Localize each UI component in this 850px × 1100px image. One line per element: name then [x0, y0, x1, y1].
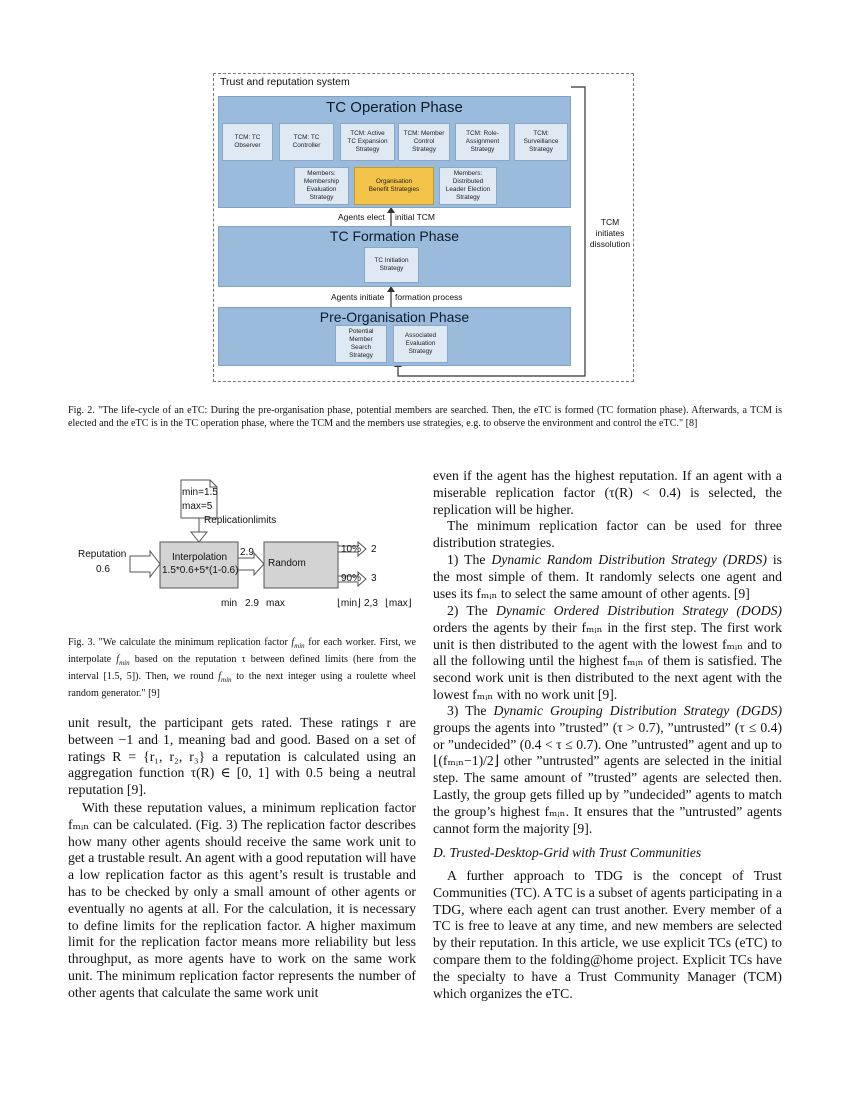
agents-elect-label: Agents elect — [338, 212, 385, 222]
random-box — [263, 541, 339, 589]
tcm-initiates-dissolution-label: TCM initiates dissolution — [589, 217, 631, 249]
fig3-bottom-floor-max: ⌊max⌋ — [385, 598, 412, 609]
dods-name: Dynamic Ordered Distribution Strategy (D… — [495, 603, 782, 618]
drds-prefix: 1) The — [447, 552, 492, 567]
initial-tcm-label: initial TCM — [395, 212, 435, 222]
fig3-p1: 10% — [341, 544, 362, 555]
fig3-note-min: min=1.5 — [182, 487, 218, 498]
strategy-role-assignment: TCM: Role- Assignment Strategy — [455, 123, 510, 161]
reputation-arrow — [129, 549, 161, 579]
strategy-organisation-benefit: Organisation Benefit Strategies — [354, 167, 434, 205]
fig3-interpolation-title: Interpolation — [172, 552, 228, 563]
tc-formation-phase-title: TC Formation Phase — [329, 228, 460, 244]
strategy-distributed-leader-election: Members: Distributed Leader Election Str… — [439, 167, 497, 205]
fig3-interpolation-formula: 1.5*0.6+5*(1-0.6) — [162, 565, 239, 576]
random-out-arrow-2 — [337, 570, 367, 588]
strategy-tc-controller: TCM: TC Controller — [279, 123, 334, 161]
fig3-caption-fmin-3: fmin — [218, 671, 232, 685]
interp-to-random-arrow — [237, 551, 265, 577]
fig3-p2-out: 3 — [371, 573, 377, 584]
dods-text: orders the agents by their fₘᵢₙ in the f… — [433, 619, 782, 702]
drds-name: Dynamic Random Distribution Strategy (DR… — [491, 552, 767, 567]
strategy-member-control: TCM: Member Control Strategy — [398, 123, 450, 161]
replication-limits-note — [180, 479, 218, 519]
drds-text: is the most simple of them. It randomly … — [433, 552, 783, 601]
left-paragraph-2: With these reputation values, a minimum … — [68, 800, 416, 1000]
strategy-active-tc-expansion: TCM: Active TC Expansion Strategy — [340, 123, 395, 161]
fig3-caption-part4: to the next integer using a roulette whe… — [68, 671, 416, 700]
fig3-bottom-range: 2,3 — [364, 598, 378, 609]
fig3-bottom-max: max — [266, 598, 285, 609]
fig3-bottom-min: min — [221, 598, 238, 609]
interpolation-box — [159, 541, 239, 589]
fig3-reputation-value: 0.6 — [96, 564, 110, 575]
fig3-caption-fmin-2: fmin — [116, 654, 130, 668]
right-paragraph-1: even if the agent has the highest reputa… — [433, 468, 782, 517]
pre-organisation-phase-title: Pre-Organisation Phase — [319, 309, 470, 325]
left-paragraph-1: unit result, the participant gets rated.… — [68, 715, 416, 798]
figure-2-caption: Fig. 2. "The life-cycle of an eTC: Durin… — [68, 405, 782, 429]
tc-operation-phase-title: TC Operation Phase — [326, 99, 463, 116]
fig3-limits-label: Replicationlimits — [204, 515, 277, 526]
fig3-caption-part3: based on the reputation τ between define… — [68, 654, 416, 683]
dgds-name: Dynamic Grouping Distribution Strategy (… — [493, 703, 782, 718]
dods-paragraph: 2) The Dynamic Ordered Distribution Stra… — [433, 603, 782, 704]
dgds-prefix: 3) The — [447, 703, 494, 718]
dgds-text: groups the agents into ”trusted” (τ > 0.… — [433, 719, 782, 836]
strategy-associated-evaluation: Associated Evaluation Strategy — [393, 325, 448, 363]
formation-process-label: formation process — [395, 292, 463, 302]
right-paragraph-2: The minimum replication factor can be us… — [433, 518, 782, 550]
strategy-potential-member-search: Potential Member Search Strategy — [335, 325, 387, 363]
random-out-arrow-1 — [337, 540, 367, 558]
drds-paragraph: 1) The Dynamic Random Distribution Strat… — [433, 552, 782, 602]
fig3-reputation-label: Reputation — [78, 549, 127, 560]
fig3-caption-part1: Fig. 3. "We calculate the minimum replic… — [68, 637, 292, 648]
dissolution-loop-line — [397, 86, 586, 377]
strategy-membership-evaluation: Members: Membership Evaluation Strategy — [294, 167, 349, 205]
fig3-note-max: max=5 — [182, 501, 213, 512]
dgds-paragraph: 3) The Dynamic Grouping Distribution Str… — [433, 703, 782, 837]
figure-3-caption: Fig. 3. "We calculate the minimum replic… — [68, 636, 416, 700]
right-paragraph-last: A further approach to TDG is the concept… — [433, 868, 782, 1001]
fig3-p2: 90% — [341, 573, 362, 584]
dods-prefix: 2) The — [447, 603, 496, 618]
fig3-bottom-floor-min: ⌊min⌋ — [337, 598, 361, 609]
section-heading-d: D. Trusted-Desktop-Grid with Trust Commu… — [433, 845, 702, 860]
fig3-p1-out: 2 — [371, 544, 377, 555]
strategy-tc-initiation: TC Initiation Strategy — [364, 247, 419, 283]
fig3-bottom-value: 2.9 — [245, 598, 259, 609]
fig3-interp-output: 2.9 — [240, 547, 254, 558]
strategy-surveillance: TCM: Surveillance Strategy — [514, 123, 568, 161]
figure-2-frame — [213, 73, 634, 382]
fig3-random-label: Random — [268, 558, 306, 569]
fig3-caption-fmin-1: fmin — [291, 637, 305, 651]
strategy-tc-observer: TCM: TC Observer — [222, 123, 273, 161]
figure-2-frame-title: Trust and reputation system — [220, 76, 350, 88]
tc-operation-phase: TC Operation Phase — [218, 96, 571, 208]
figure-3-diagram — [129, 479, 367, 589]
fig3-caption-part2: for each worker. First, we interpolate — [68, 637, 416, 666]
agents-initiate-label: Agents initiate — [331, 292, 385, 302]
